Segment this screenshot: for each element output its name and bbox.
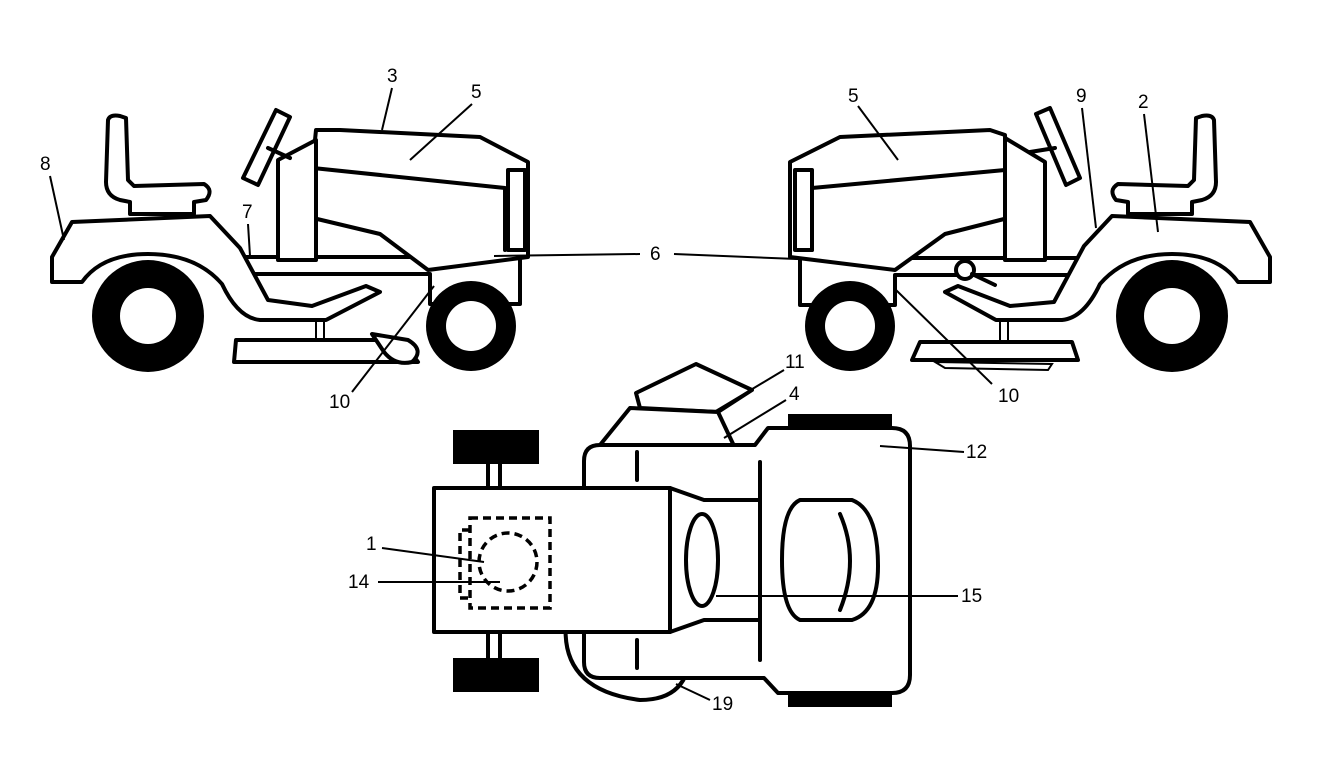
lift-lever <box>970 272 997 287</box>
discharge-chute <box>634 362 754 414</box>
callout-7: 7 <box>242 202 253 223</box>
rear-wheel-hub <box>1144 288 1200 344</box>
engine-air-filter <box>477 531 539 593</box>
front-wheel-hub <box>825 301 875 351</box>
callout-14: 14 <box>348 572 370 593</box>
callout-9: 9 <box>1076 86 1087 107</box>
callout-19: 19 <box>712 694 733 715</box>
rear-tire-bottom <box>788 693 892 707</box>
callout-10-left: 10 <box>329 392 350 413</box>
deck-discharge <box>931 360 1054 372</box>
deck-hanger <box>999 322 1009 342</box>
steering-wheel <box>1034 106 1082 187</box>
callout-5-right: 5 <box>848 86 859 107</box>
tractor-left-side-view <box>50 108 530 372</box>
callout-12: 12 <box>966 442 987 463</box>
front-wheel-bottom <box>453 658 539 692</box>
callout-8: 8 <box>40 154 51 175</box>
rear-wheel-hub <box>120 288 176 344</box>
callout-10-right: 10 <box>998 386 1019 407</box>
callout-5-left: 5 <box>471 82 482 103</box>
callout-4: 4 <box>789 384 800 405</box>
mower-deck <box>910 340 1080 362</box>
tractor-right-side-view <box>788 106 1272 372</box>
steering-wheel <box>684 512 720 608</box>
dashboard <box>1003 136 1047 262</box>
steering-shaft <box>1028 146 1057 154</box>
tractor-top-view <box>432 362 912 707</box>
deck-discharge <box>370 332 420 365</box>
leader-lines <box>49 87 1159 701</box>
callout-11: 11 <box>785 352 805 373</box>
seat <box>780 498 880 622</box>
seat <box>104 113 212 216</box>
deck-hanger <box>315 322 325 340</box>
dashboard <box>276 138 318 262</box>
rear-tire-top <box>788 414 892 428</box>
engine-outline <box>468 516 552 610</box>
callout-6: 6 <box>650 244 661 265</box>
rear-fender <box>50 214 382 322</box>
front-wheel-top <box>453 430 539 464</box>
callout-labels: 3 5 5 9 2 8 7 6 10 10 11 4 12 1 14 15 19 <box>40 66 1149 715</box>
steering-shaft <box>266 146 292 160</box>
seat <box>1110 113 1218 216</box>
rear-fender <box>943 214 1272 322</box>
callout-15: 15 <box>961 586 982 607</box>
front-axle-top <box>486 460 502 490</box>
callout-1: 1 <box>366 534 377 555</box>
chute-base <box>598 406 737 450</box>
front-axle-bottom <box>486 630 502 662</box>
hood-grille <box>793 168 814 252</box>
front-wheel-hub <box>446 301 496 351</box>
hood-grille <box>506 168 527 252</box>
engine-side <box>458 528 470 600</box>
hood-panel-line <box>311 166 507 252</box>
seat-back <box>838 512 852 612</box>
engine-hood <box>788 128 1010 272</box>
mower-deck <box>232 338 420 364</box>
callout-2: 2 <box>1138 92 1149 113</box>
lift-lever-knob <box>954 259 976 281</box>
hood <box>432 486 672 634</box>
callout-3: 3 <box>387 66 398 87</box>
